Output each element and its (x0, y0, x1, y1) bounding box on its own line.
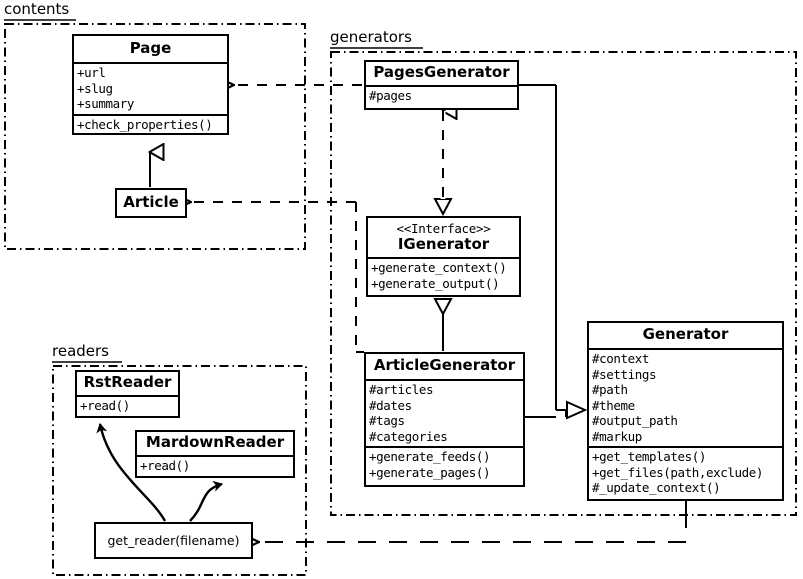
operation-item: +get_files(path,exclude) (592, 464, 764, 480)
package-boundary-generators (330, 51, 797, 516)
attribute-item: #settings (592, 366, 657, 382)
operations-compartment-rst-reader: +read() (77, 395, 178, 416)
attribute-item: #articles (369, 382, 434, 398)
operation-item: +get_templates() (592, 449, 707, 465)
package-boundary-readers (52, 365, 307, 576)
attribute-item: #output_path (592, 413, 678, 429)
operation-item: +generate_feeds() (369, 449, 491, 465)
operations-compartment-article-generator: +generate_feeds() +generate_pages() (366, 446, 523, 482)
class-box-igenerator[interactable]: <<Interface>> IGenerator +generate_conte… (366, 216, 521, 297)
edge-getreader-returns-mardownreader (189, 480, 223, 522)
class-box-article-generator[interactable]: ArticleGenerator #articles #dates #tags … (364, 352, 525, 487)
class-box-page[interactable]: Page +url +slug +summary +check_properti… (72, 34, 229, 135)
attribute-item: +slug (77, 80, 113, 96)
operation-item: +generate_output() (371, 275, 500, 291)
class-name-rst-reader: RstReader (83, 373, 172, 391)
edge-generators-inherit-generator (519, 84, 588, 420)
arrowhead-realization-igenerator-top (433, 111, 453, 217)
class-name-igenerator: <<Interface>> IGenerator (368, 218, 519, 257)
class-name-text-igenerator: IGenerator (397, 235, 490, 253)
edge-getreader-returns-rstreader (96, 423, 167, 522)
attribute-item: #pages (369, 88, 412, 104)
class-box-pages-generator[interactable]: PagesGenerator #pages (364, 60, 519, 110)
edge-articlegenerator-uses-article (191, 202, 364, 353)
stereotype-label-igenerator: <<Interface>> (396, 221, 491, 236)
class-box-mardown-reader[interactable]: MardownReader +read() (135, 430, 295, 478)
attribute-item: #theme (592, 397, 635, 413)
attribute-item: #markup (592, 428, 642, 444)
class-name-article-generator: ArticleGenerator (373, 356, 516, 374)
attributes-compartment-pages-generator: #pages (366, 85, 517, 106)
operations-compartment-generator: +get_templates() +get_files(path,exclude… (589, 446, 782, 498)
operation-item: +generate_context() (371, 260, 507, 276)
class-box-rst-reader[interactable]: RstReader +read() (75, 370, 180, 418)
operation-item: +read() (140, 458, 190, 474)
operation-item: +generate_pages() (369, 464, 491, 480)
package-label-generators: generators (330, 28, 414, 46)
attributes-compartment-article-generator: #articles #dates #tags #categories (366, 379, 523, 446)
operation-item: +read() (80, 398, 130, 414)
operations-compartment-mardown-reader: +read() (137, 455, 293, 476)
attribute-item: +summary (77, 96, 135, 112)
operations-compartment-igenerator: +generate_context() +generate_output() (368, 257, 519, 293)
package-boundary-contents (4, 23, 306, 250)
class-name-mardown-reader: MardownReader (145, 433, 285, 451)
operation-item: #_update_context() (592, 480, 721, 496)
attribute-item: #path (592, 382, 628, 398)
class-box-article[interactable]: Article (115, 188, 187, 218)
package-label-readers: readers (52, 342, 111, 360)
attribute-item: #categories (369, 428, 448, 444)
attributes-compartment-page: +url +slug +summary (74, 62, 227, 114)
operations-compartment-page: +check_properties() (74, 113, 227, 135)
package-label-contents: contents (4, 0, 72, 18)
class-box-generator[interactable]: Generator #context #settings #path #them… (587, 321, 784, 501)
operation-item: +check_properties() (77, 116, 213, 132)
edge-articlegenerator-realizes-igenerator (433, 298, 453, 351)
attribute-item: #context (592, 351, 650, 367)
function-box-get-reader[interactable]: get_reader(filename) (94, 522, 253, 559)
class-name-article: Article (123, 193, 179, 211)
class-name-generator: Generator (642, 325, 729, 343)
attribute-item: #tags (369, 413, 405, 429)
attribute-item: +url (77, 65, 106, 81)
class-name-pages-generator: PagesGenerator (373, 63, 510, 81)
attributes-compartment-generator: #context #settings #path #theme #output_… (589, 348, 782, 446)
class-name-page: Page (129, 39, 172, 57)
function-label-get-reader: get_reader(filename) (107, 533, 240, 548)
attribute-item: #dates (369, 397, 412, 413)
